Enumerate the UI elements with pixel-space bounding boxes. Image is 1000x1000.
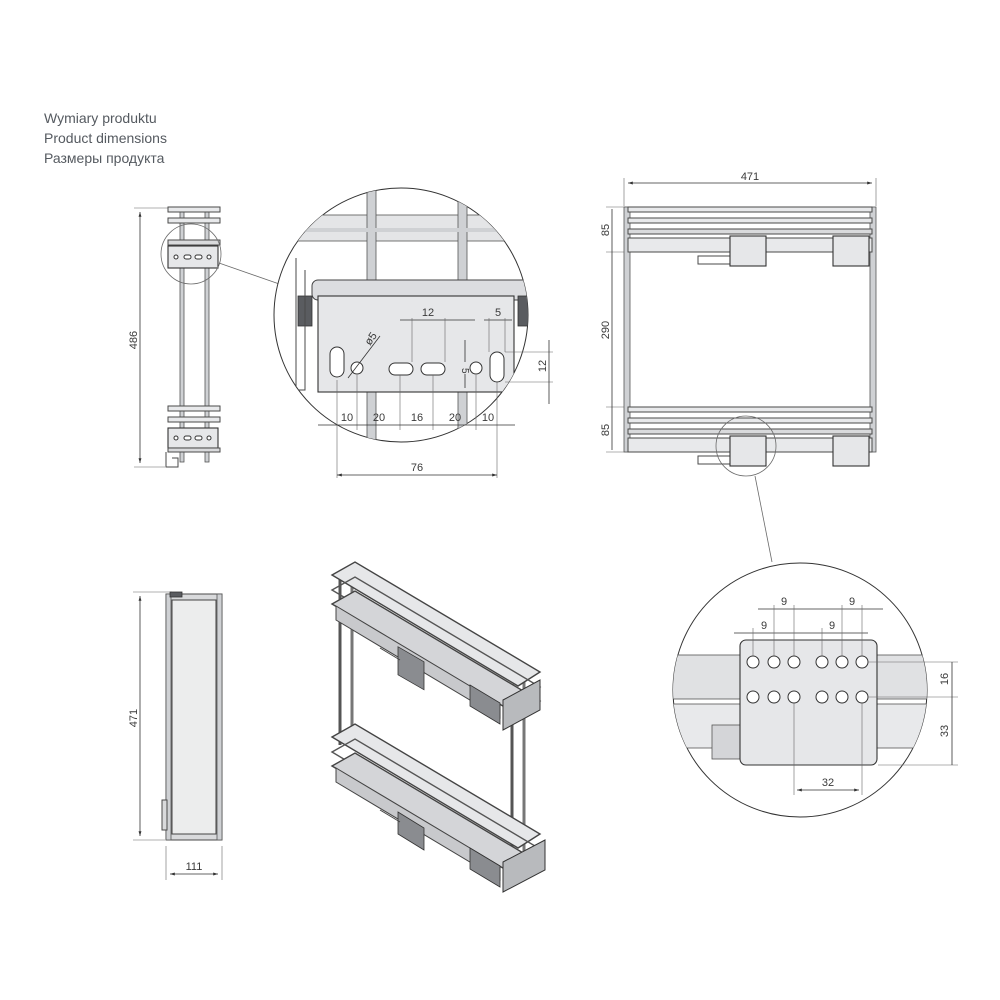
isometric-view xyxy=(330,561,546,893)
holes-dim-9-a: 9 xyxy=(781,596,787,608)
top-depth-label: 471 xyxy=(128,709,140,727)
bracket-dim-5-slot: 5 xyxy=(459,368,470,374)
top-view: 471 111 xyxy=(128,591,223,880)
title-english: Product dimensions xyxy=(44,130,167,146)
bracket-dim-5-top: 5 xyxy=(495,307,501,319)
title-block: Wymiary produktu Product dimensions Разм… xyxy=(44,108,167,168)
title-polish: Wymiary produktu xyxy=(44,110,157,126)
top-width-label: 111 xyxy=(186,861,203,873)
front-top-shelf-label: 85 xyxy=(600,224,612,236)
front-view: 471 85 290 85 xyxy=(600,171,877,563)
front-width-label: 471 xyxy=(741,171,759,183)
holes-dim-33: 33 xyxy=(939,725,951,737)
side-view: 486 xyxy=(128,206,286,468)
holes-detail: 9 9 9 9 16 33 32 xyxy=(672,562,958,818)
holes-dim-9-c: 9 xyxy=(761,620,767,632)
bracket-dim-16: 16 xyxy=(411,412,423,424)
bracket-dim-10-a: 10 xyxy=(341,412,353,424)
side-height-label: 486 xyxy=(128,331,140,349)
holes-dim-9-d: 9 xyxy=(829,620,835,632)
bracket-dim-10-b: 10 xyxy=(482,412,494,424)
bracket-dim-20-b: 20 xyxy=(449,412,461,424)
bracket-dim-76: 76 xyxy=(411,462,423,474)
front-bottom-shelf-label: 85 xyxy=(600,424,612,436)
front-gap-label: 290 xyxy=(600,321,612,339)
bracket-dim-12-top: 12 xyxy=(422,307,434,319)
holes-dim-9-b: 9 xyxy=(849,596,855,608)
bracket-detail: 12 5 ø5 5 12 10 20 16 20 10 76 xyxy=(273,187,553,478)
title-russian: Размеры продукта xyxy=(44,150,165,166)
holes-dim-16: 16 xyxy=(939,673,951,685)
holes-dim-32: 32 xyxy=(822,777,834,789)
bracket-dim-12-right: 12 xyxy=(537,360,549,372)
bracket-dim-20-a: 20 xyxy=(373,412,385,424)
